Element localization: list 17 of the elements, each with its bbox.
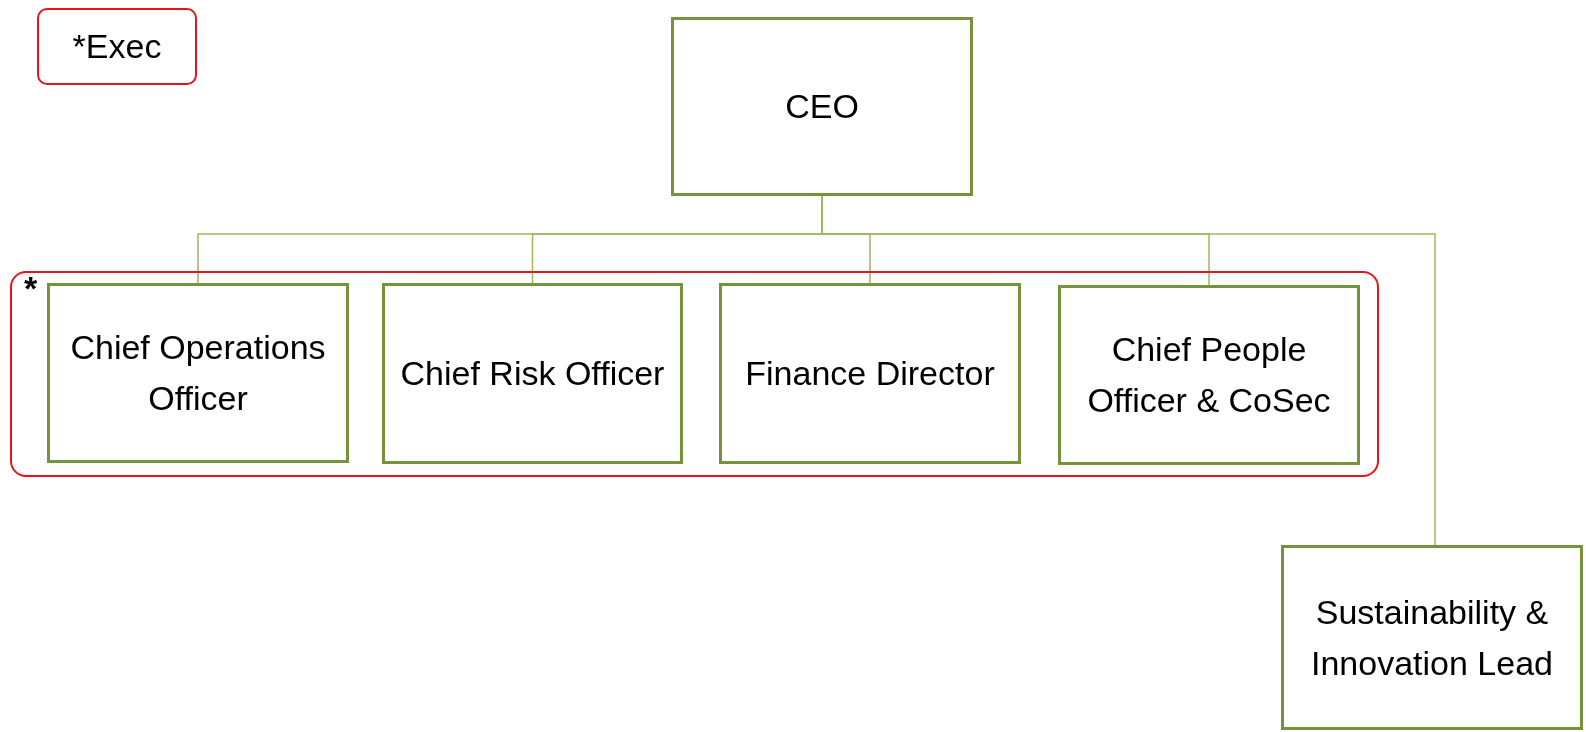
role-box bbox=[382, 283, 683, 464]
role-title: Finance Director bbox=[744, 353, 996, 394]
role-box bbox=[1058, 285, 1360, 465]
group-frame bbox=[10, 271, 1379, 477]
exec-marker: * bbox=[24, 271, 38, 305]
role-box bbox=[671, 17, 973, 196]
role-box bbox=[47, 283, 349, 463]
role-box bbox=[1281, 545, 1583, 730]
key-label: *Exec bbox=[71, 26, 163, 67]
role-title: Chief People Officer & CoSec bbox=[1086, 329, 1332, 421]
connector-line bbox=[821, 195, 1436, 546]
role-title: Chief Operations Officer bbox=[69, 327, 327, 419]
role-title: Sustainability & Innovation Lead bbox=[1310, 591, 1554, 684]
role-title: CEO bbox=[784, 86, 860, 127]
role-title: Chief Risk Officer bbox=[399, 353, 666, 394]
role-box bbox=[719, 283, 1021, 464]
legend-box bbox=[37, 8, 197, 85]
